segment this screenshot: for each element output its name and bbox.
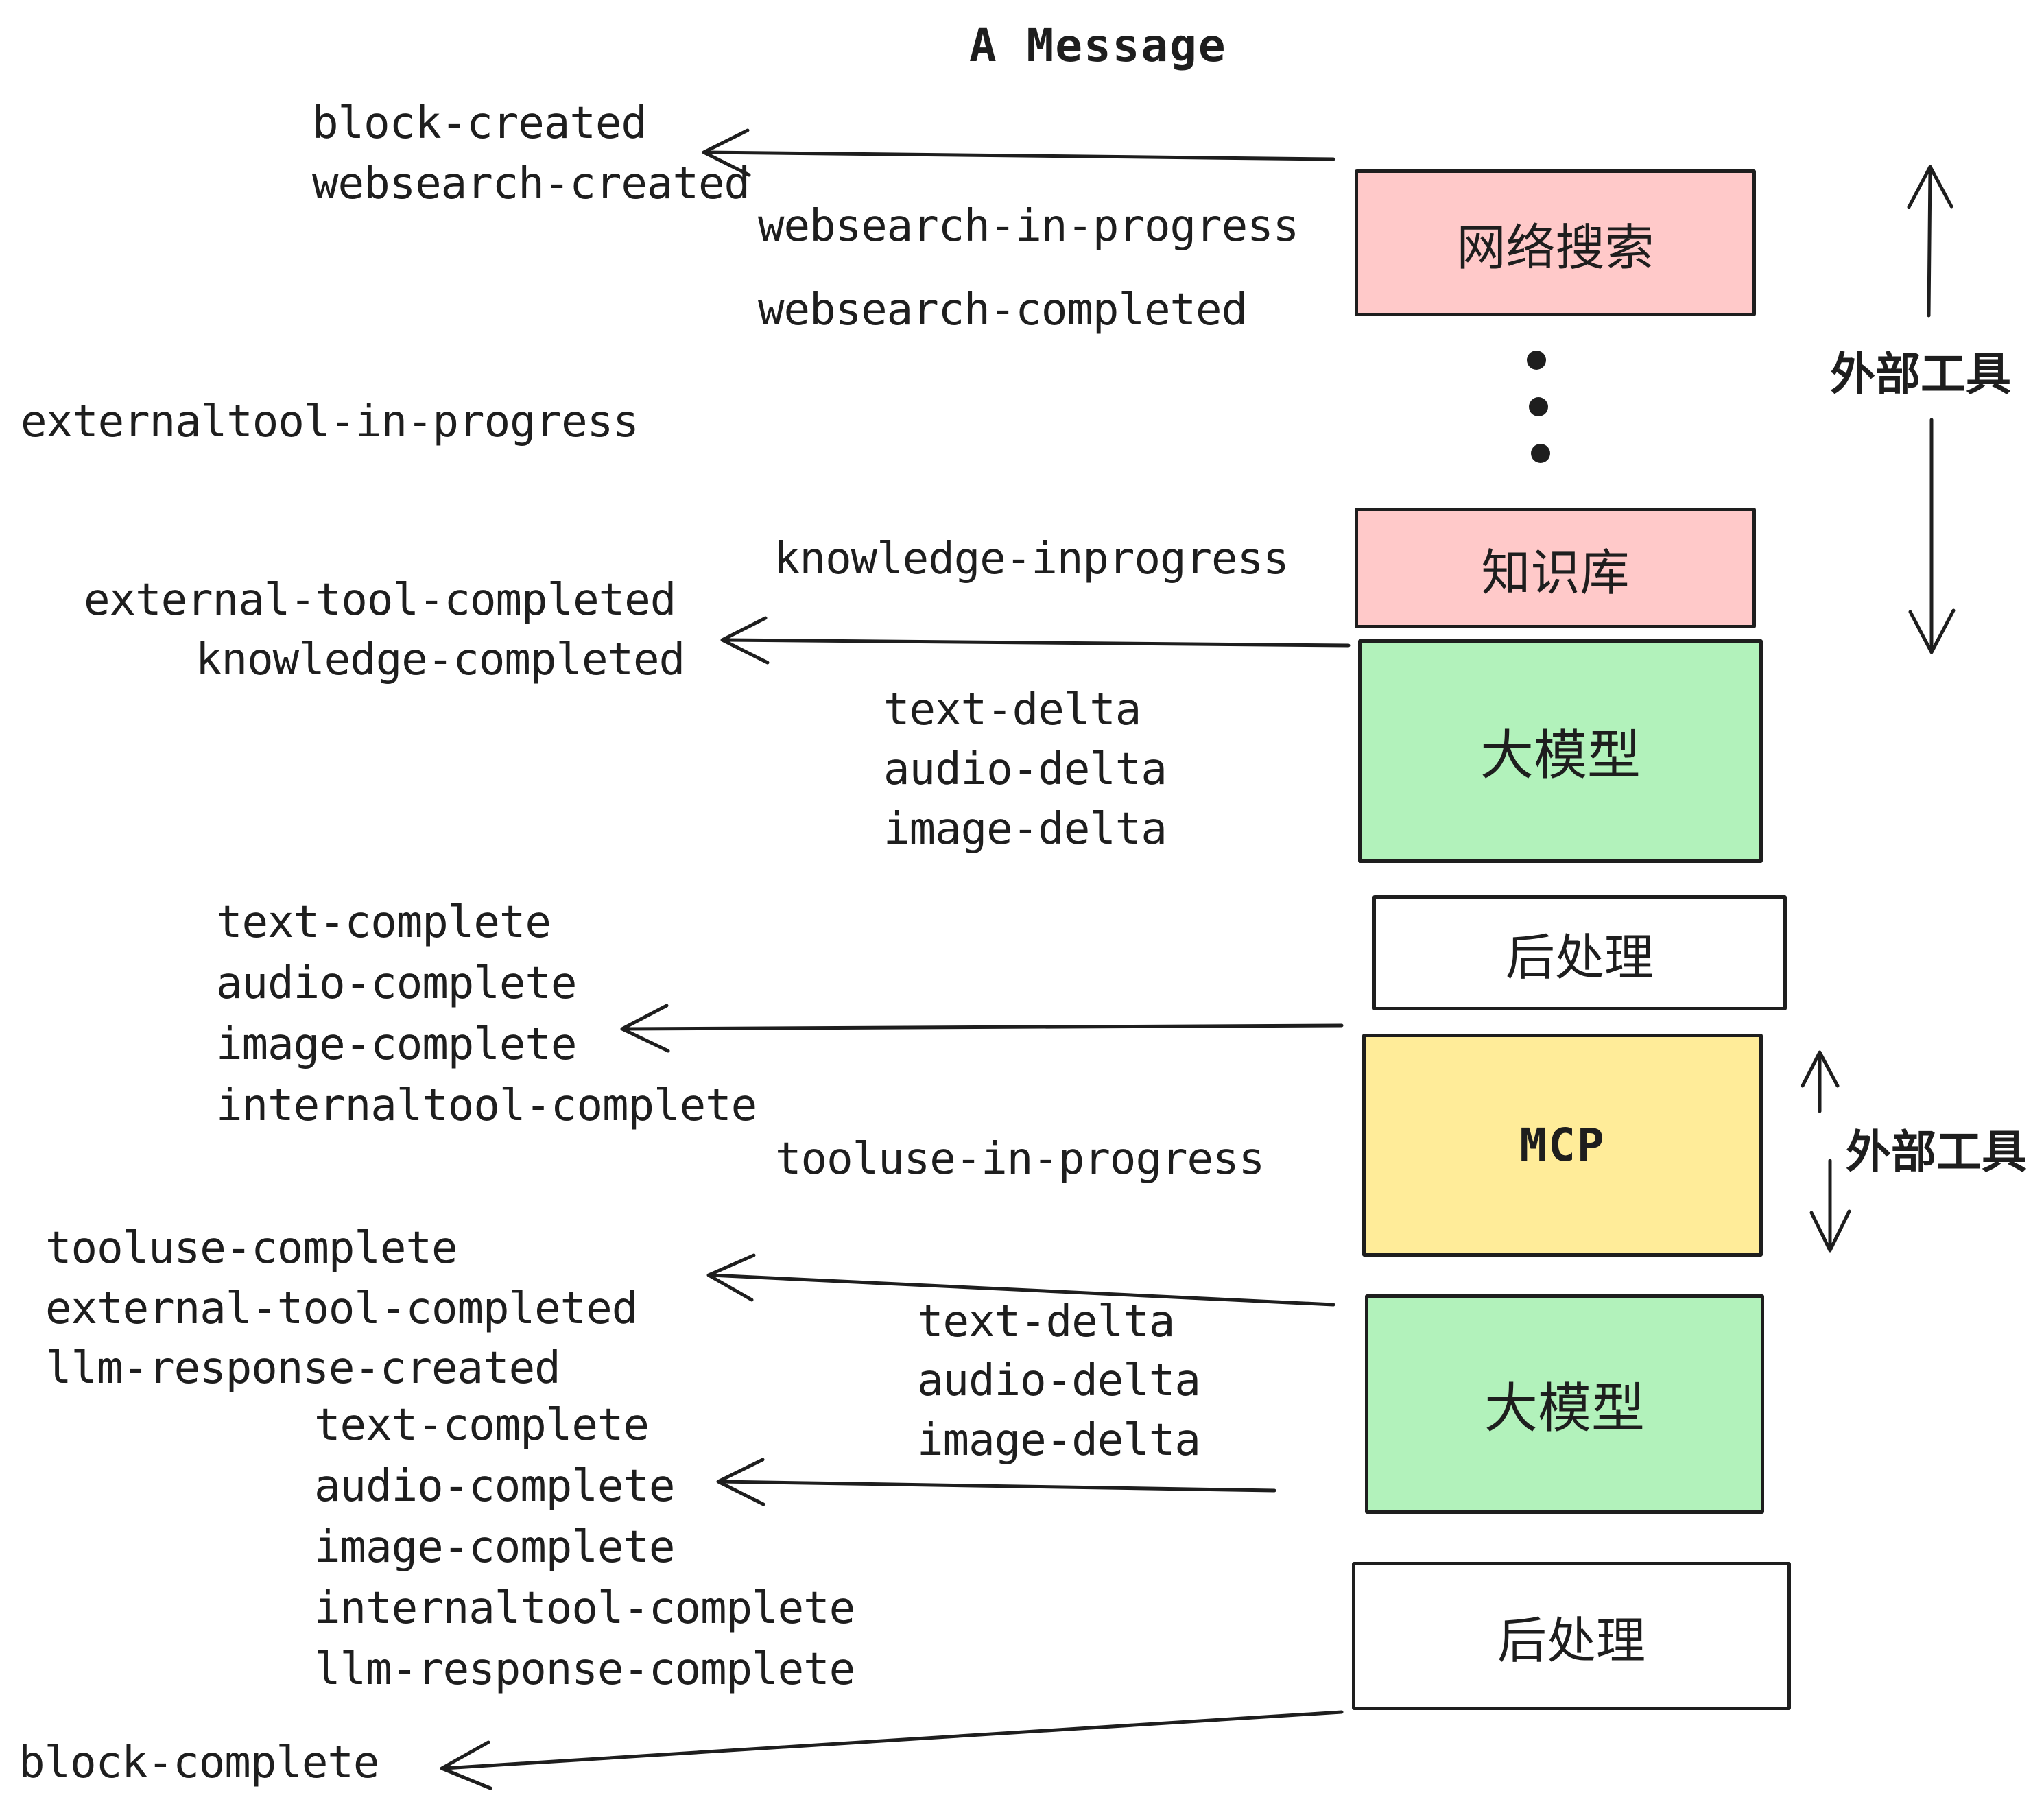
diagram-title: A Message — [969, 19, 1227, 72]
box-llm-1-label: 大模型 — [1479, 725, 1641, 785]
box-websearch: 网络搜索 — [1355, 169, 1756, 316]
arrow-to-block-created — [702, 128, 1335, 177]
side-label-external-tools-top: 外部工具 — [1830, 348, 2011, 399]
event-label-image-delta-2: image-delta — [917, 1415, 1201, 1466]
event-label-websearch-created: websearch-created — [312, 158, 750, 209]
event-label-externaltool-in-progress: externaltool-in-progress — [21, 396, 639, 447]
event-label-llm-response-created: llm-response-created — [45, 1343, 561, 1394]
arrow-to-block-complete — [440, 1710, 1344, 1790]
arrow-to-image-complete — [620, 1004, 1344, 1053]
arrow-to-audio-complete — [716, 1458, 1276, 1506]
side-label-external-tools-mcp: 外部工具 — [1846, 1126, 2027, 1177]
box-llm-1: 大模型 — [1358, 639, 1763, 863]
box-llm-2: 大模型 — [1365, 1294, 1764, 1514]
external-tools-up-arrow — [1907, 165, 1953, 318]
box-websearch-label: 网络搜索 — [1456, 220, 1654, 276]
box-postprocess-1: 后处理 — [1372, 895, 1787, 1010]
box-mcp-label: MCP — [1519, 1119, 1606, 1172]
event-label-internaltool-complete: internaltool-complete — [216, 1080, 757, 1131]
box-postprocess-2-label: 后处理 — [1497, 1613, 1645, 1669]
external-tools-mcp-down-arrow — [1809, 1159, 1851, 1253]
box-llm-2-label: 大模型 — [1484, 1378, 1645, 1438]
event-label-image-complete: image-complete — [216, 1019, 577, 1070]
box-postprocess-2: 后处理 — [1352, 1562, 1791, 1710]
event-label-internaltool-complete-2: internaltool-complete — [314, 1583, 855, 1634]
event-label-websearch-in-progress: websearch-in-progress — [758, 201, 1299, 252]
event-label-audio-delta: audio-delta — [883, 744, 1167, 795]
box-mcp: MCP — [1362, 1034, 1763, 1257]
event-label-audio-complete: audio-complete — [216, 958, 577, 1009]
event-label-knowledge-completed: knowledge-completed — [195, 634, 685, 685]
event-label-image-complete-2: image-complete — [314, 1522, 675, 1573]
arrow-to-tooluse-complete — [706, 1253, 1335, 1307]
event-label-tooluse-complete: tooluse-complete — [45, 1223, 457, 1274]
event-label-tooluse-in-progress: tooluse-in-progress — [775, 1134, 1265, 1185]
box-postprocess-1-label: 后处理 — [1505, 930, 1654, 986]
event-label-text-delta-2: text-delta — [917, 1296, 1175, 1347]
event-label-knowledge-inprogress: knowledge-inprogress — [774, 534, 1290, 584]
vertical-ellipsis-dots — [1527, 351, 1550, 463]
event-label-text-complete-2: text-complete — [314, 1400, 650, 1451]
event-label-audio-complete-2: audio-complete — [314, 1461, 675, 1512]
event-label-text-delta: text-delta — [883, 685, 1141, 735]
event-label-block-complete: block-complete — [19, 1737, 379, 1788]
arrow-to-knowledge-completed — [720, 616, 1351, 665]
event-label-llm-response-complete: llm-response-complete — [314, 1644, 855, 1695]
event-label-external-tool-completed: external-tool-completed — [84, 575, 676, 626]
event-label-audio-delta-2: audio-delta — [917, 1355, 1201, 1406]
event-label-websearch-completed: websearch-completed — [758, 285, 1248, 335]
event-label-text-complete: text-complete — [216, 897, 551, 948]
box-knowledge: 知识库 — [1355, 508, 1756, 628]
event-label-external-tool-completed-2: external-tool-completed — [45, 1283, 638, 1334]
external-tools-down-arrow — [1908, 418, 1956, 654]
event-label-image-delta: image-delta — [883, 804, 1167, 855]
event-label-block-created: block-created — [312, 98, 647, 149]
external-tools-mcp-up-arrow — [1801, 1050, 1840, 1113]
box-knowledge-label: 知识库 — [1481, 545, 1630, 601]
